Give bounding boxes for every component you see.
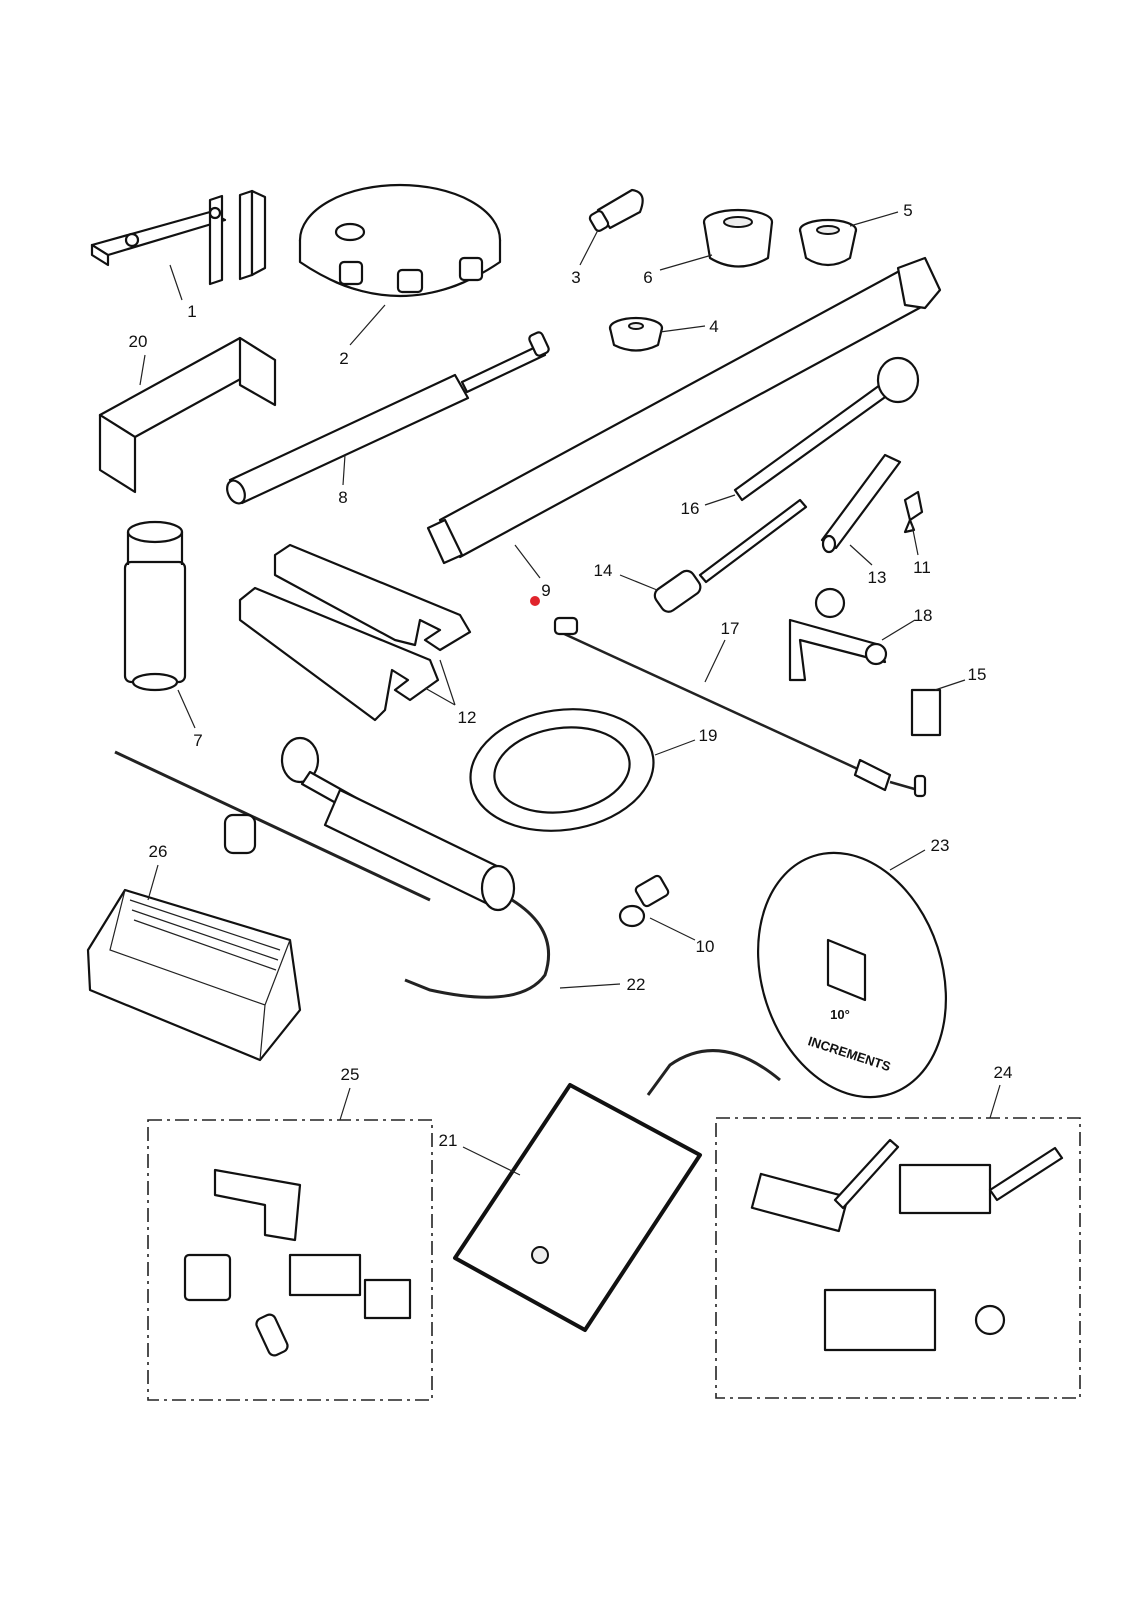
callout-24: 24: [994, 1063, 1013, 1082]
part-23-degree-disc: 10° INCREMENTS: [756, 851, 948, 1099]
part-1-bracket-tool: [90, 189, 267, 286]
part-15-label: [910, 688, 942, 737]
part-11-nipple: [903, 490, 924, 534]
kit-25-box: [147, 1119, 433, 1401]
part-12-spanners: [238, 543, 472, 722]
part-14-socket-tool: [653, 498, 808, 613]
callout-1: 1: [187, 302, 196, 321]
part-7-sleeve: [123, 520, 187, 692]
callout-7: 7: [193, 731, 202, 750]
part-2-disc-tool: [298, 183, 502, 298]
kit-24-box: [715, 1117, 1081, 1399]
callout-17: 17: [721, 619, 740, 638]
callout-22: 22: [627, 975, 646, 994]
part-19-ring: [469, 708, 655, 832]
callout-labels: 1 2 3 4 5 6 7 8 9 10 11 12 13 14 15 16 1…: [129, 201, 1013, 1150]
part-20-bracket: [98, 336, 277, 494]
highlight-marker-dot[interactable]: [530, 596, 540, 606]
callout-8: 8: [338, 488, 347, 507]
callout-15: 15: [968, 665, 987, 684]
callout-20: 20: [129, 332, 148, 351]
part-4-plug: [608, 316, 664, 352]
callout-10: 10: [696, 937, 715, 956]
part-16-shaft-tool: [733, 356, 920, 502]
callout-11: 11: [913, 558, 931, 577]
part-24-kit-items: [750, 1138, 1064, 1352]
part-18-clamp: [788, 587, 888, 682]
callout-21: 21: [439, 1131, 458, 1150]
callout-18: 18: [914, 606, 933, 625]
callout-9: 9: [541, 581, 550, 600]
callout-3: 3: [571, 268, 580, 287]
callout-6: 6: [643, 268, 652, 287]
part-25-kit-items: [183, 1168, 412, 1357]
part-10-fitting: [618, 874, 670, 928]
part-13-tube: [820, 453, 902, 554]
part-5-adaptor: [798, 218, 858, 267]
part-21-tester: [453, 1049, 781, 1332]
leader-lines: [139, 211, 1001, 1176]
callout-19: 19: [699, 726, 718, 745]
callout-12: 12: [458, 708, 477, 727]
dial-label-degrees: 10°: [830, 1007, 850, 1022]
callout-4: 4: [709, 317, 718, 336]
part-17-probe-tool: [553, 616, 927, 798]
callout-26: 26: [149, 842, 168, 861]
part-6-adaptor: [702, 208, 774, 268]
part-3-pin: [588, 188, 644, 232]
part-22-pump: [114, 736, 550, 999]
callout-5: 5: [903, 201, 912, 220]
callout-2: 2: [339, 349, 348, 368]
callout-23: 23: [931, 836, 950, 855]
callout-13: 13: [868, 568, 887, 587]
callout-25: 25: [341, 1065, 360, 1084]
callout-16: 16: [681, 499, 700, 518]
part-8-drift: [226, 331, 550, 505]
callout-14: 14: [594, 561, 613, 580]
part-9-long-bar: [426, 256, 942, 565]
part-26-charger: [86, 888, 302, 1062]
